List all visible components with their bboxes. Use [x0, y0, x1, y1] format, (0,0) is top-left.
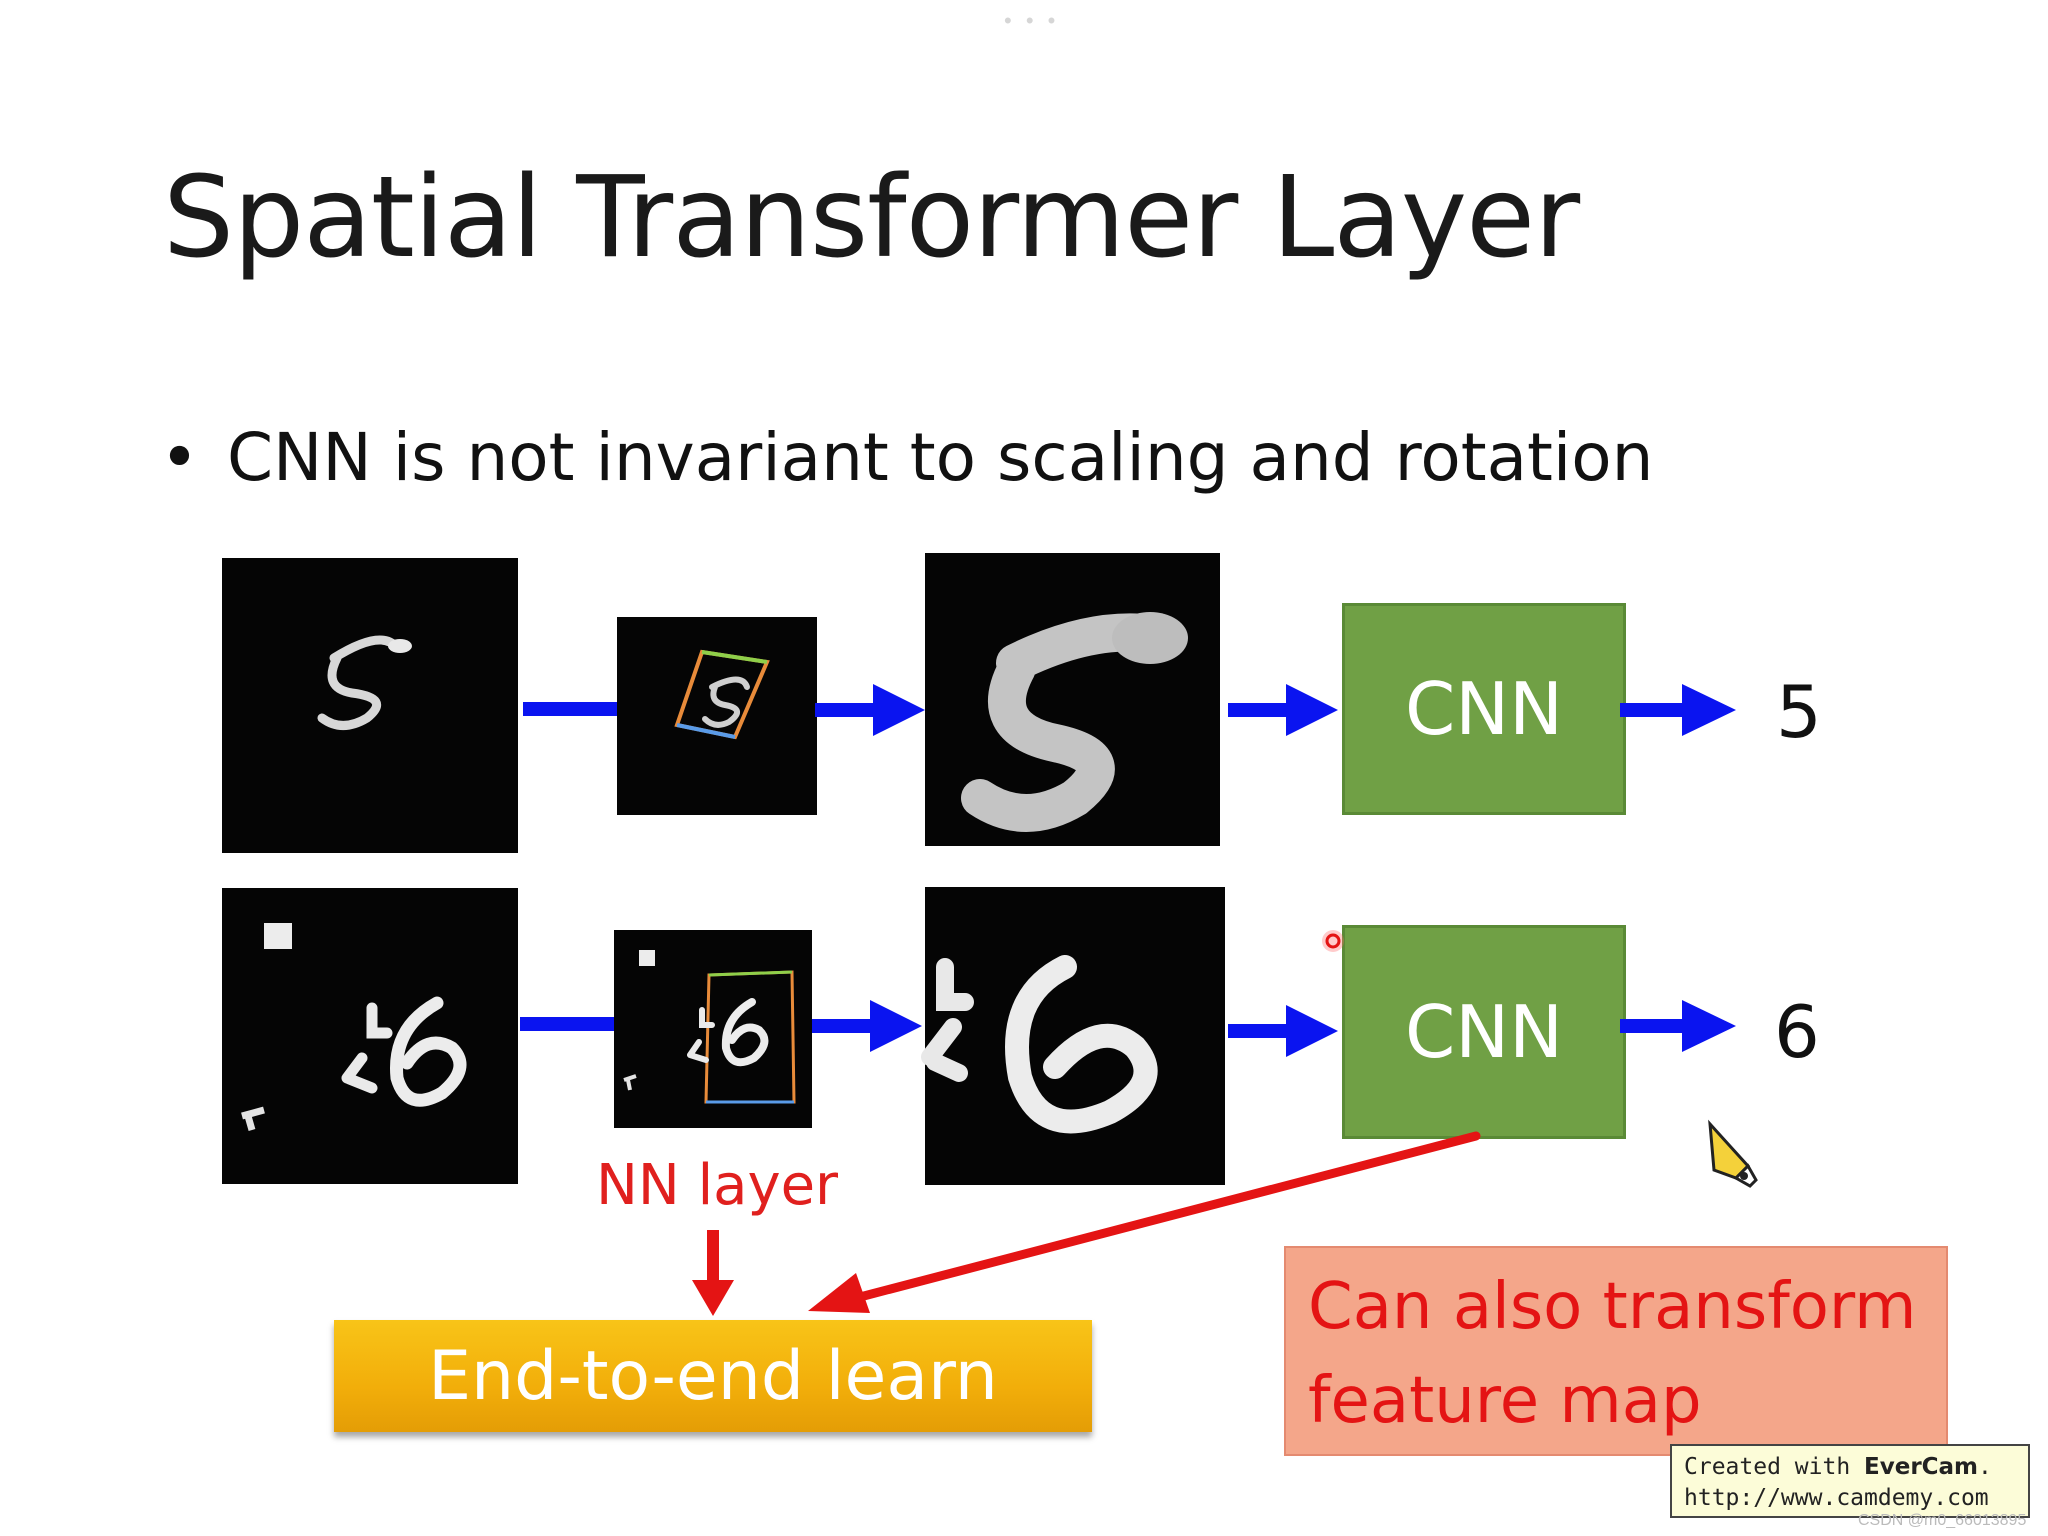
- watermark-url: http://www.camdemy.com: [1684, 1485, 1989, 1511]
- watermark-created-line: Created with EverCam.: [1684, 1452, 2016, 1483]
- sampling-grid-6: [623, 950, 796, 1104]
- feature-map-note: Can also transform feature map: [1284, 1246, 1948, 1456]
- transformer-image-5: [617, 617, 817, 815]
- input-image-6: [222, 888, 518, 1184]
- end-to-end-learn-box: End-to-end learn: [334, 1320, 1092, 1432]
- nn-layer-down-arrow: [692, 1230, 734, 1316]
- watermark-brand: EverCam: [1864, 1454, 1979, 1480]
- sampling-grid-5: [674, 649, 770, 740]
- arrow-to-zoomed-5: [815, 684, 925, 736]
- bullet-dot-icon: •: [160, 419, 199, 496]
- digit-5-small: [317, 635, 412, 730]
- laser-pointer-dot: [1322, 930, 1344, 952]
- arrow-to-zoomed-6: [812, 1000, 922, 1052]
- note-line-1: Can also transform: [1308, 1270, 1917, 1344]
- csdn-watermark: CSDN @m0_66013895: [1858, 1512, 2027, 1529]
- window-handle-dots: • • •: [1004, 8, 1060, 33]
- arrow-to-cnn-6: [1228, 1005, 1338, 1057]
- digit-5-large: [961, 612, 1188, 832]
- output-label-6: 6: [1774, 990, 1820, 1074]
- pencil-cursor-icon: [1708, 1119, 1758, 1188]
- arrow-to-output-6: [1620, 1000, 1736, 1052]
- connector-line-2: [520, 1017, 615, 1031]
- note-line-2: feature map: [1308, 1364, 1702, 1438]
- bullet-text: CNN is not invariant to scaling and rota…: [226, 419, 1654, 496]
- input-image-5: [222, 558, 518, 853]
- evercam-watermark: Created with EverCam. http://www.camdemy…: [1670, 1444, 2030, 1518]
- transformed-image-5: [925, 553, 1220, 846]
- watermark-created-suffix: .: [1978, 1454, 1992, 1480]
- cnn-box-row1: CNN: [1342, 603, 1626, 815]
- transformer-image-6: [614, 930, 812, 1128]
- transformed-image-6: [921, 887, 1225, 1185]
- feature-map-arrow: [808, 1131, 1481, 1313]
- digit-6-large: [921, 955, 1158, 1134]
- watermark-created-prefix: Created with: [1684, 1454, 1865, 1480]
- digit-6-small: [241, 923, 467, 1131]
- arrow-to-output-5: [1620, 684, 1736, 736]
- output-label-5: 5: [1776, 670, 1822, 754]
- connector-line-1: [523, 702, 618, 716]
- nn-layer-label: NN layer: [596, 1153, 839, 1218]
- bullet-point: •CNN is not invariant to scaling and rot…: [160, 425, 1653, 491]
- arrow-to-cnn-5: [1228, 684, 1338, 736]
- slide-title: Spatial Transformer Layer: [163, 153, 1580, 283]
- cnn-box-row2: CNN: [1342, 925, 1626, 1139]
